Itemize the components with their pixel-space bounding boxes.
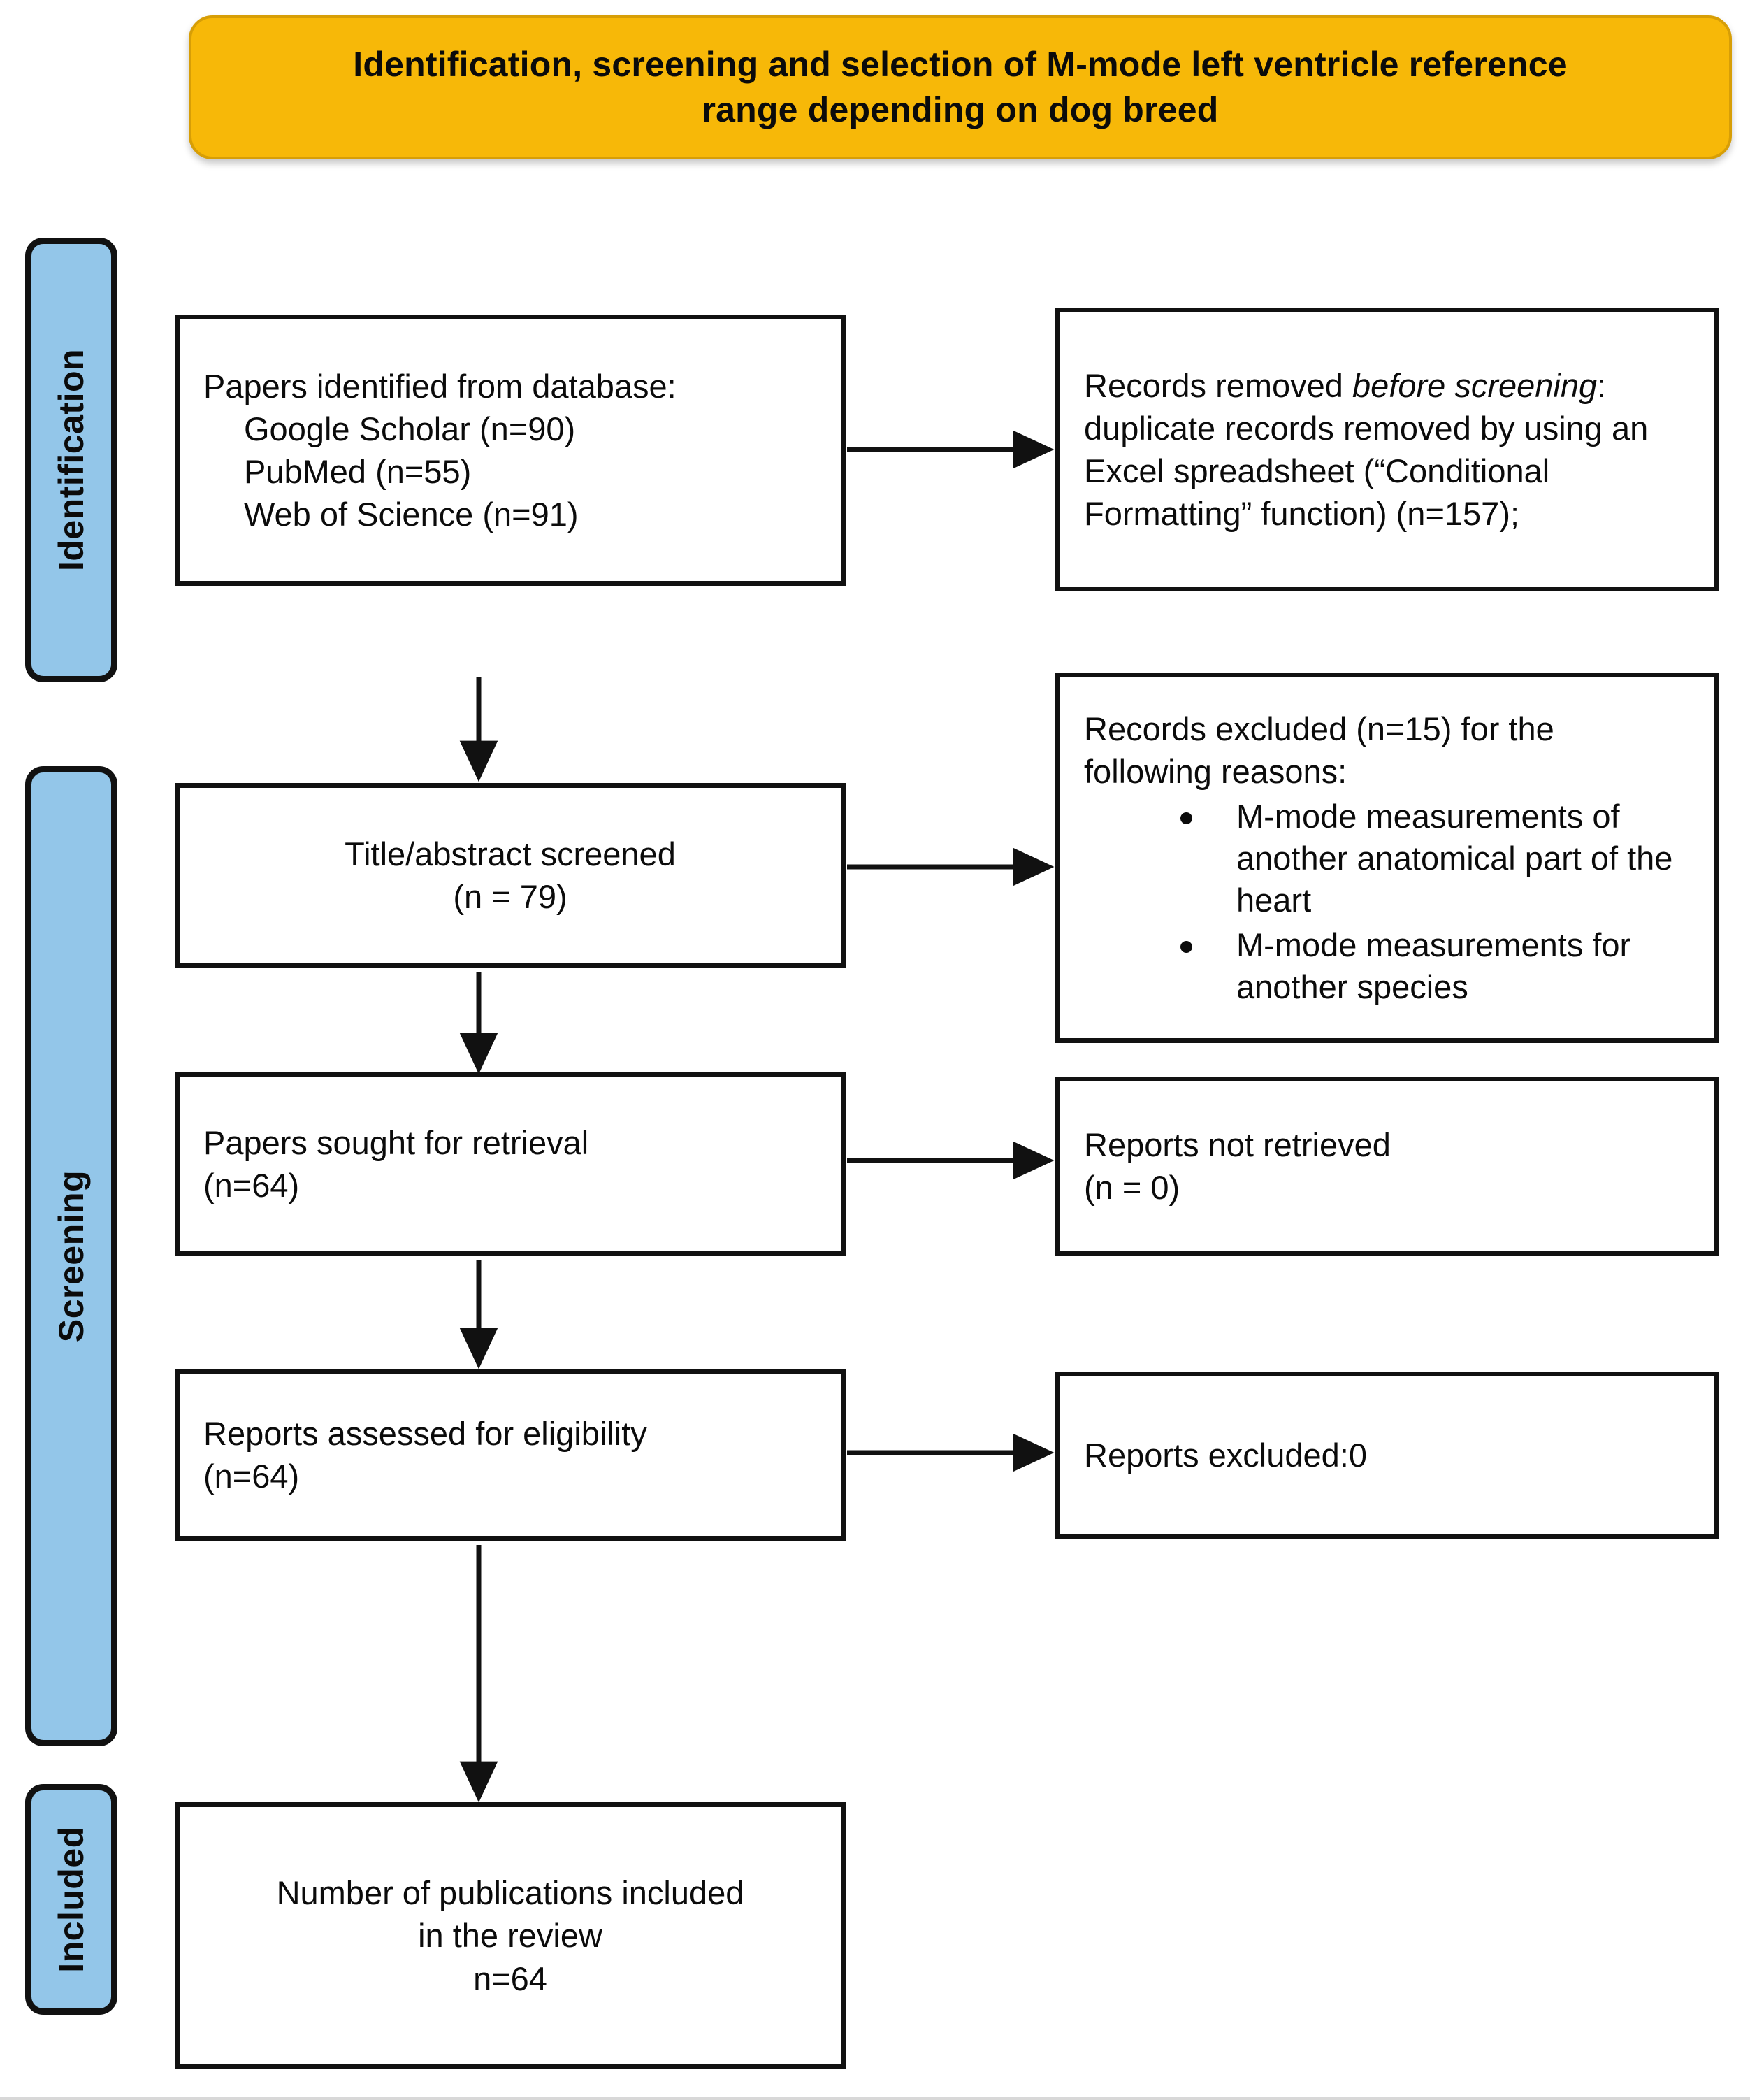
records-removed-rest: : duplicate records removed by using an … xyxy=(1084,366,1658,533)
records-removed-italic-1: before xyxy=(1352,366,1446,404)
node-reports-excluded-zero: Reports excluded:0 xyxy=(1055,1372,1719,1539)
diagram-title: Identification, screening and selection … xyxy=(353,42,1567,133)
node-reports-not-retrieved: Reports not retrieved (n = 0) xyxy=(1055,1077,1719,1256)
node-records-excluded-reason-list: M-mode measurements of another anatomica… xyxy=(1084,793,1691,1009)
diagram-title-line-1: Identification, screening and selection … xyxy=(353,45,1568,84)
node-reports-assessed-line-2: (n=64) xyxy=(203,1458,300,1495)
stage-tab-identification: Identification xyxy=(25,238,117,682)
node-papers-identified-line-3: PubMed (n=55) xyxy=(244,453,472,490)
node-papers-identified-line-4: Web of Science (n=91) xyxy=(244,496,579,533)
stage-tab-screening: Screening xyxy=(25,766,117,1746)
node-reports-not-retrieved-line-2: (n = 0) xyxy=(1084,1169,1180,1206)
node-papers-identified-line-2: Google Scholar (n=90) xyxy=(244,410,576,447)
node-papers-identified: Papers identified from database: Google … xyxy=(175,315,846,586)
node-papers-identified-line-1: Papers identified from database: xyxy=(203,367,677,405)
node-reports-not-retrieved-line-1: Reports not retrieved xyxy=(1084,1125,1391,1163)
diagram-title-line-2: range depending on dog breed xyxy=(702,90,1219,129)
node-reports-excluded-zero-line-1: Reports excluded:0 xyxy=(1084,1437,1367,1474)
list-item: M-mode measurements of another anatomica… xyxy=(1175,796,1691,921)
diagram-title-banner: Identification, screening and selection … xyxy=(189,15,1732,159)
node-publications-included-line-3: n=64 xyxy=(473,1959,547,1997)
stage-tab-included: Included xyxy=(25,1784,117,2015)
node-title-abstract-screened-line-2: (n = 79) xyxy=(453,878,567,915)
node-records-excluded-reasons: Records excluded (n=15) for the followin… xyxy=(1055,673,1719,1043)
records-removed-italic-2: screening xyxy=(1454,366,1598,404)
node-reports-assessed-for-eligibility: Reports assessed for eligibility (n=64) xyxy=(175,1369,846,1541)
records-removed-lead: Records removed xyxy=(1084,366,1352,404)
node-title-abstract-screened: Title/abstract screened (n = 79) xyxy=(175,783,846,968)
node-papers-sought-for-retrieval: Papers sought for retrieval (n=64) xyxy=(175,1072,846,1256)
list-item: M-mode measurements for another species xyxy=(1175,924,1691,1008)
node-records-removed-text: Records removed before screening: duplic… xyxy=(1084,364,1691,535)
node-publications-included-line-2: in the review xyxy=(418,1917,602,1955)
node-papers-sought-line-2: (n=64) xyxy=(203,1167,300,1204)
node-title-abstract-screened-line-1: Title/abstract screened xyxy=(345,835,676,872)
node-reports-assessed-line-1: Reports assessed for eligibility xyxy=(203,1414,647,1452)
node-papers-sought-line-1: Papers sought for retrieval xyxy=(203,1123,589,1161)
node-records-excluded-line-2: following reasons: xyxy=(1084,752,1347,790)
node-records-excluded-line-1: Records excluded (n=15) for the xyxy=(1084,710,1554,747)
node-records-removed-before-screening: Records removed before screening: duplic… xyxy=(1055,308,1719,591)
node-publications-included-line-1: Number of publications included xyxy=(276,1874,744,1912)
node-publications-included: Number of publications included in the r… xyxy=(175,1802,846,2069)
page-bottom-rule xyxy=(0,2097,1750,2100)
